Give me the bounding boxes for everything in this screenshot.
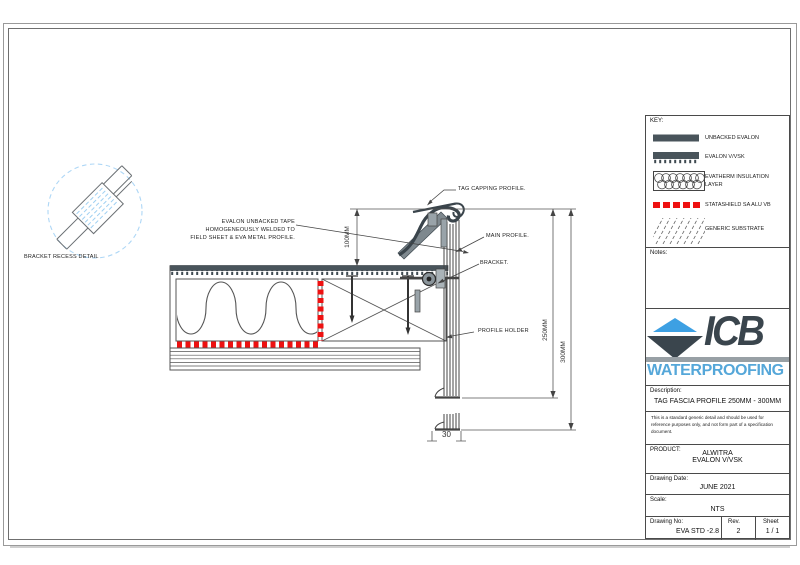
rev-label: Rev. <box>728 519 740 525</box>
tape-note-line: FIELD SHEET & EVA METAL PROFILE. <box>190 235 295 241</box>
tape-weld-note: EVALON UNBACKED TAPE HOMOGENEOUSLY WELDE… <box>176 218 295 242</box>
callout-tag-capping-profile: TAG CAPPING PROFILE. <box>458 186 526 192</box>
disclaimer-text: This is a standard generic detail and sh… <box>651 415 773 434</box>
evatherm-insulation-swatch <box>653 171 705 191</box>
drawing-number-section: Drawing No: EVA STD -2.8 Rev. 2 Sheet 1 … <box>646 517 789 540</box>
dimension-300mm: 300MM <box>560 341 567 363</box>
notes-section: Notes: <box>646 248 789 309</box>
drawing-no-cell: Drawing No: EVA STD -2.8 <box>646 517 721 540</box>
leader-arrows <box>427 199 469 339</box>
tape-note-line: HOMOGENEOUSLY WELDED TO <box>205 227 295 233</box>
key-section: KEY: UNBACKED EVALON EVALON V/VSK <box>646 116 789 248</box>
drawing-no-label: Drawing No: <box>650 519 684 525</box>
title-block-panel: KEY: UNBACKED EVALON EVALON V/VSK <box>645 115 790 540</box>
roof-buildup-drawing <box>169 265 449 371</box>
scale-label: Scale: <box>650 497 667 503</box>
key-item-label: GENERIC SUBSTRATE <box>705 226 765 232</box>
dimension-arrows <box>354 209 574 430</box>
key-item-label: EVALON V/VSK <box>705 154 745 160</box>
key-item-label: EVATHERM INSULATION LAYER <box>705 174 769 189</box>
leader-lines <box>295 189 485 337</box>
sheet-label: Sheet <box>763 519 779 525</box>
sheet-shadow <box>10 546 790 548</box>
key-title: KEY: <box>650 118 664 124</box>
description-label: Description: <box>650 388 682 394</box>
generic-substrate-swatch <box>653 218 705 244</box>
callout-profile-holder: PROFILE HOLDER <box>478 328 529 334</box>
dimension-100mm: 100MM <box>344 226 351 248</box>
notes-label: Notes: <box>650 250 668 256</box>
drawing-date-value: JUNE 2021 <box>699 484 736 491</box>
drawing-date-label: Drawing Date: <box>650 476 689 482</box>
logo-tagline: WATERPROOFING <box>647 362 784 379</box>
rev-cell: Rev. 2 <box>721 517 755 540</box>
product-section: PRODUCT: ALWITRA EVALON V/VSK <box>646 445 789 474</box>
sheet-cell: Sheet 1 / 1 <box>755 517 789 540</box>
scale-value: NTS <box>710 506 725 513</box>
key-item-label: STATASHIELD SA ALU VB <box>705 202 771 208</box>
inset-caption: BRACKET RECESS DETAIL <box>24 254 99 260</box>
product-line1: ALWITRA <box>702 450 733 457</box>
description-value: TAG FASCIA PROFILE 250MM - 300MM <box>653 398 782 405</box>
callout-bracket: BRACKET. <box>480 260 509 266</box>
sheet-inner-border <box>8 28 791 540</box>
disclaimer-section: This is a standard generic detail and sh… <box>646 412 789 445</box>
fascia-assembly-drawing <box>397 202 465 431</box>
callout-main-profile: MAIN PROFILE. <box>486 233 529 239</box>
product-label: PRODUCT: <box>650 447 681 453</box>
tape-note-line: EVALON UNBACKED TAPE <box>221 219 295 225</box>
dimension-30: 30 <box>442 430 451 439</box>
unbacked-evalon-swatch <box>653 134 699 142</box>
bracket-recess-inset-drawing <box>47 163 143 259</box>
drawing-no-value: EVA STD -2.8 <box>675 528 719 535</box>
description-section: Description: TAG FASCIA PROFILE 250MM - … <box>646 386 789 412</box>
dimension-250mm: 250MM <box>542 319 549 341</box>
product-line2: EVALON V/VSK <box>692 457 743 464</box>
dimension-lines <box>350 208 576 442</box>
sheet-outer-border <box>3 23 797 546</box>
rev-value: 2 <box>736 528 741 535</box>
scale-section: Scale: NTS <box>646 495 789 517</box>
logo-section: ICB WATERPROOFING <box>646 309 789 386</box>
drawing-date-section: Drawing Date: JUNE 2021 <box>646 474 789 495</box>
sheet-value: 1 / 1 <box>765 528 780 535</box>
evalon-vvsk-swatch <box>653 152 699 164</box>
key-item-label: UNBACKED EVALON <box>705 135 759 141</box>
statashield-vb-swatch <box>653 202 700 208</box>
logo-divider-bar <box>646 357 789 362</box>
icb-diamond-icon <box>647 318 703 359</box>
logo-brand-text: ICB <box>704 309 765 354</box>
